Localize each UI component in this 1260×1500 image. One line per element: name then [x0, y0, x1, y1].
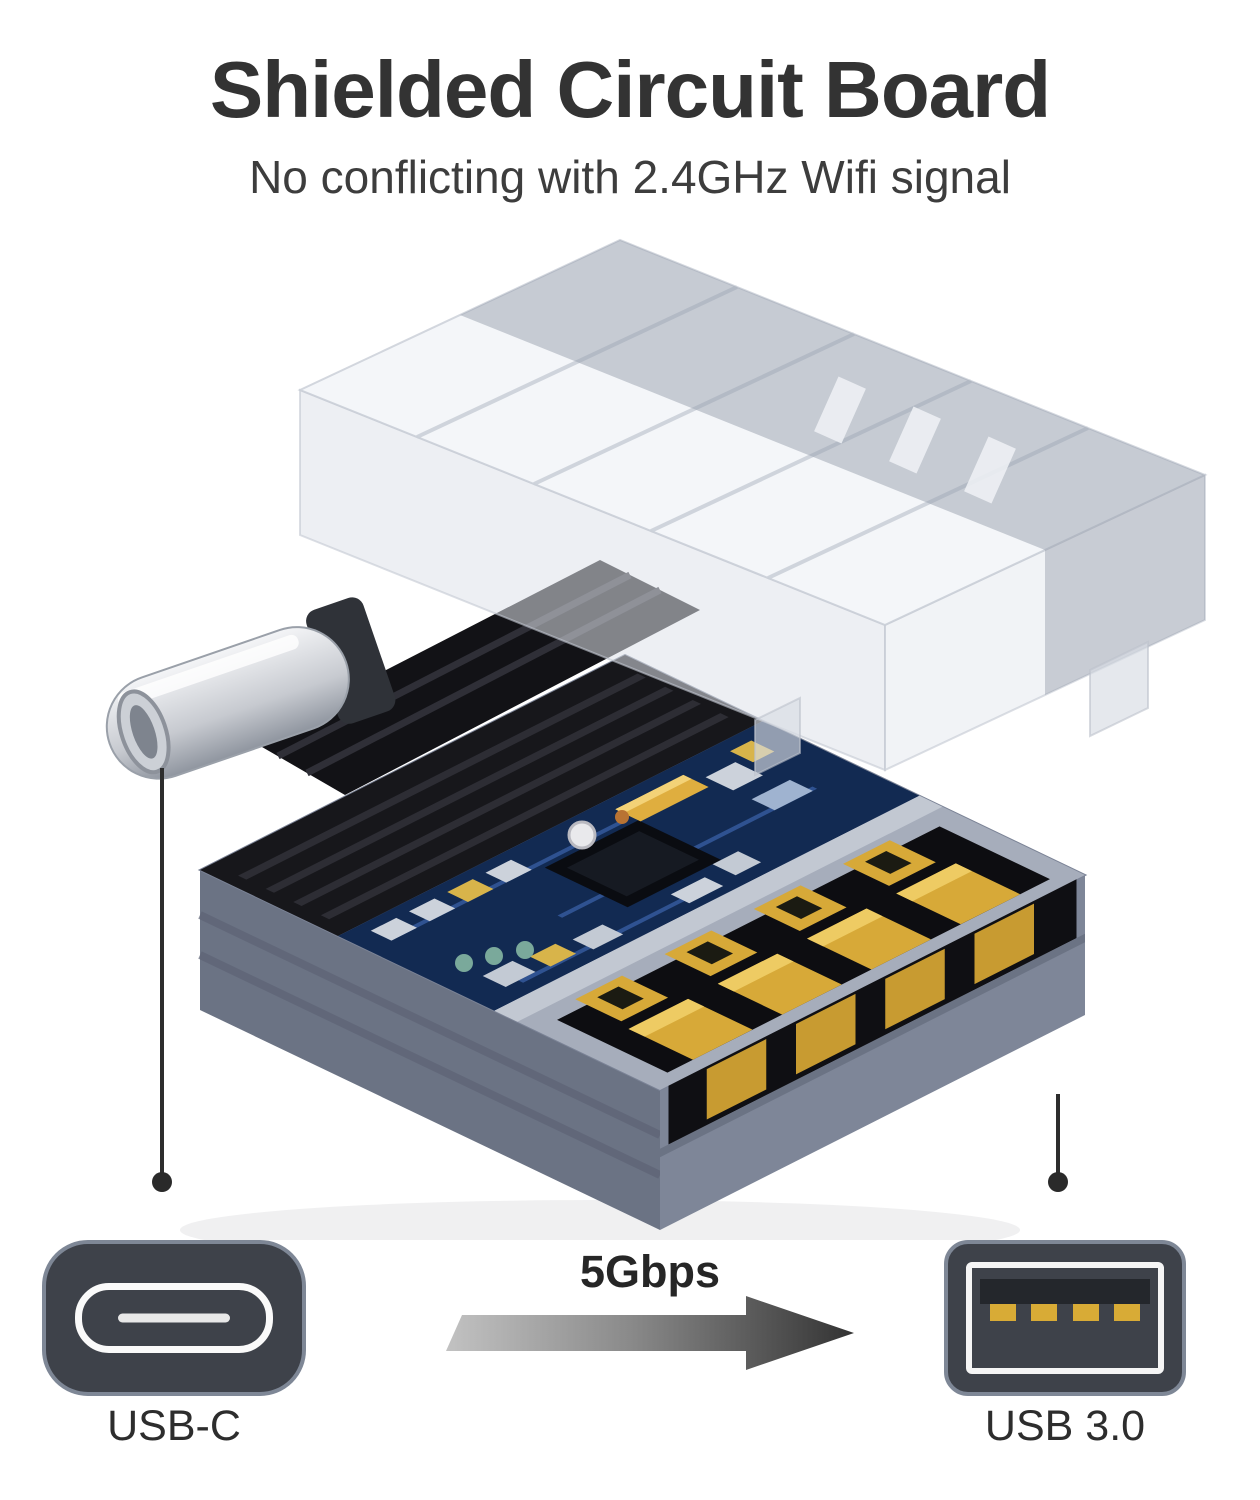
page-title: Shielded Circuit Board [209, 45, 1051, 134]
usb-a-pins [990, 1304, 1140, 1321]
pcb-component [455, 954, 473, 972]
usb-a-opening [660, 879, 1085, 1158]
pcb-component [567, 820, 597, 850]
usb-a-pin [1113, 1304, 1140, 1321]
usb-c-callout-line [160, 768, 164, 1180]
pcb-component [516, 941, 534, 959]
usb-a-pin [1072, 1304, 1099, 1321]
arrow-right-icon [446, 1296, 854, 1370]
usb-c-pill-outline [75, 1283, 273, 1353]
usb-a-tongue [980, 1279, 1150, 1304]
ground-shadow [180, 1200, 1020, 1240]
usb-c-callout-dot [152, 1172, 172, 1192]
usb-c-tongue [118, 1313, 230, 1323]
usb-c-plug [105, 597, 396, 780]
header: Shielded Circuit Board No conflicting wi… [0, 44, 1260, 204]
pcb-component [485, 947, 503, 965]
usb-a-port-icon [944, 1240, 1186, 1396]
usb-a-callout-dot [1048, 1172, 1068, 1192]
page-subtitle: No conflicting with 2.4GHz Wifi signal [249, 151, 1011, 203]
usb-a-callout-line [1056, 1094, 1060, 1180]
usb-c-label: USB-C [107, 1402, 241, 1450]
adapter-illustration [105, 238, 1208, 1240]
usb-a-label: USB 3.0 [984, 1402, 1146, 1450]
usb-a-pin [1031, 1304, 1058, 1321]
usb-c-port-icon [42, 1240, 306, 1396]
pcb-component [615, 810, 629, 824]
usb-a-inner-outline [966, 1262, 1164, 1374]
translucent-cover [297, 238, 1208, 777]
usb-a-pin [990, 1304, 1016, 1321]
adapter-interior [200, 655, 1085, 1090]
speed-label: 5Gbps [579, 1246, 721, 1297]
